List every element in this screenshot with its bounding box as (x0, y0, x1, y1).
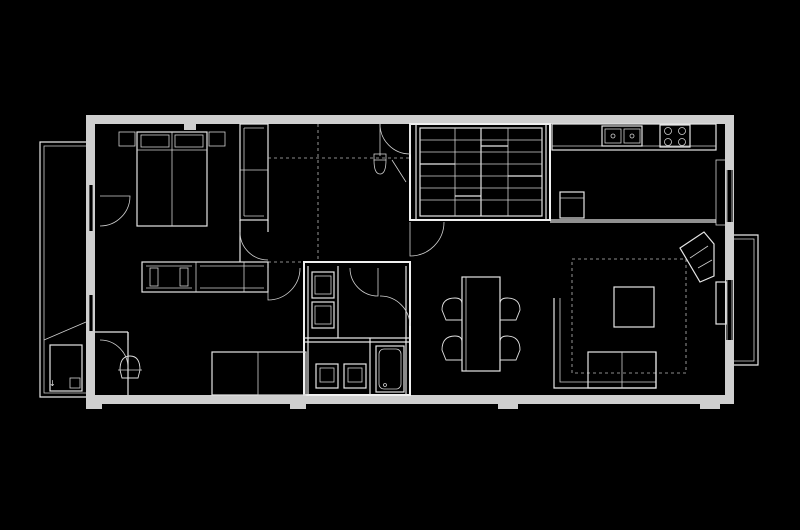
bedroom-furniture (118, 131, 226, 227)
bathroom-fixtures (311, 271, 405, 393)
svg-text:↓: ↓ (49, 379, 56, 388)
doors (99, 123, 445, 369)
right-balcony (715, 159, 759, 366)
dining-set (441, 276, 521, 372)
windows (88, 170, 733, 340)
kitchen (551, 123, 717, 219)
corridor-fixture (373, 153, 387, 175)
outer-walls (86, 115, 734, 409)
study-furniture (118, 351, 307, 396)
left-balcony: ↓ (39, 141, 87, 398)
living-area (553, 231, 727, 389)
interior-walls (95, 123, 716, 396)
staircase (419, 127, 543, 217)
